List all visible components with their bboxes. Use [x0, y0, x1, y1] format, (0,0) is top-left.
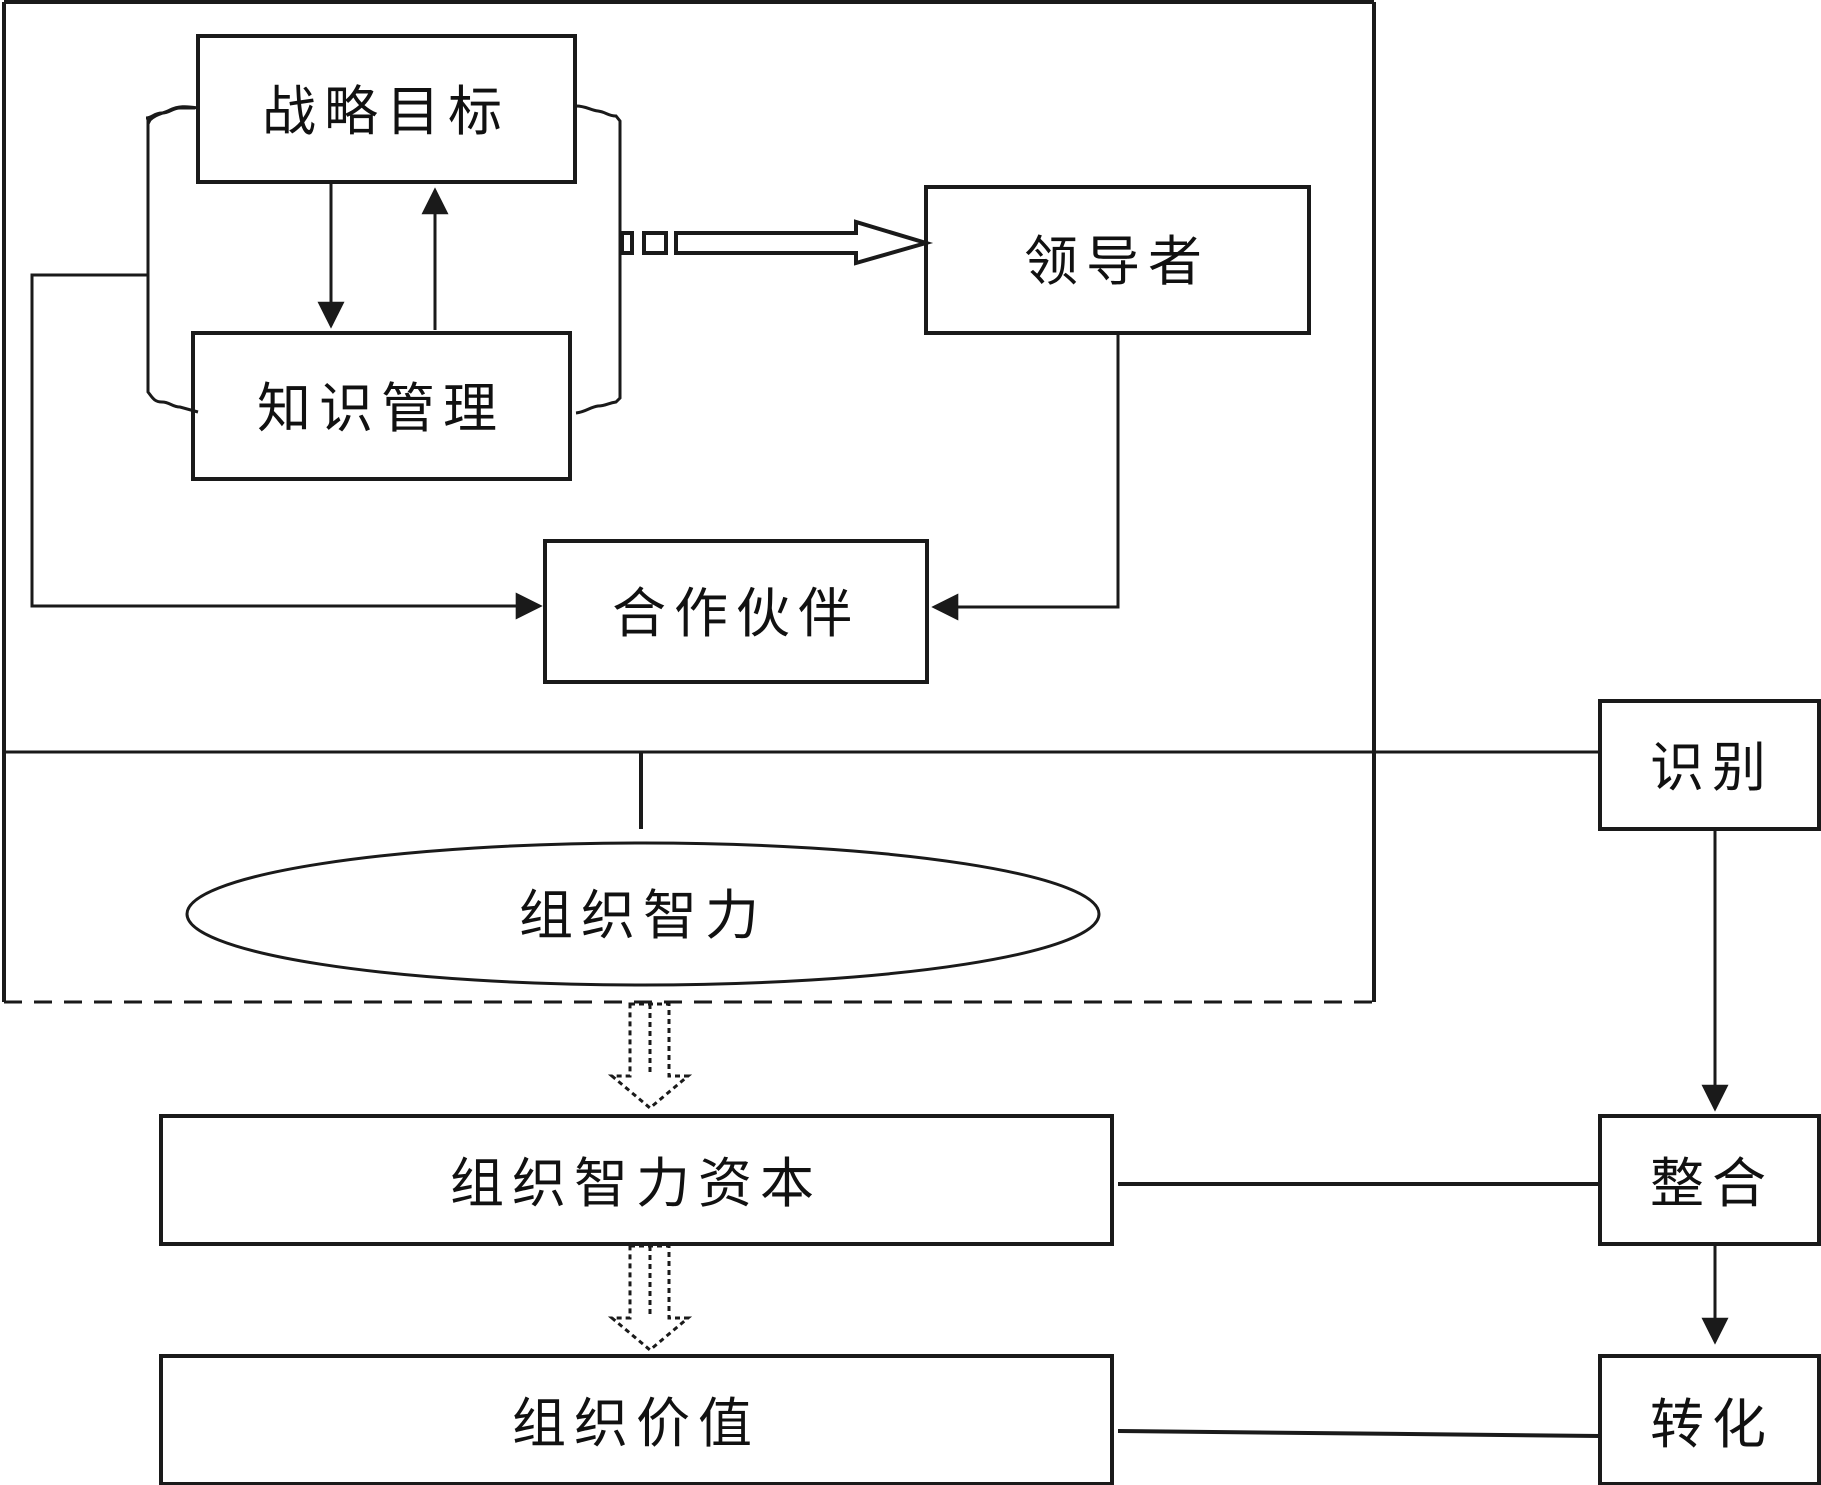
dotted-arrow-to-capital	[607, 1002, 693, 1110]
leader-node: 领导者	[924, 185, 1311, 335]
leader-to-partner-arrow	[931, 333, 1120, 621]
strategy-goal-label: 战略目标	[262, 80, 510, 143]
identify-label: 识别	[1650, 736, 1774, 799]
partner-node: 合作伙伴	[543, 539, 929, 684]
org-intelligence-node: 组织智力	[185, 841, 1101, 987]
value-transform-line	[1117, 1429, 1601, 1438]
knowledge-management-node: 知识管理	[191, 331, 572, 481]
knowledge-management-label: 知识管理	[257, 377, 505, 440]
transform-node: 转化	[1598, 1354, 1821, 1485]
right-bracket	[575, 104, 622, 415]
left-bracket	[145, 106, 199, 414]
org-value-node: 组织价值	[159, 1354, 1114, 1485]
org-intelligence-label: 组织智力	[519, 884, 767, 947]
org-value-label: 组织价值	[512, 1392, 760, 1455]
org-intellectual-capital-node: 组织智力资本	[159, 1114, 1114, 1246]
transform-label: 转化	[1650, 1393, 1774, 1456]
left-bracket-top	[146, 105, 199, 125]
leader-label: 领导者	[1024, 230, 1210, 293]
strategy-goal-node: 战略目标	[196, 34, 577, 184]
dotted-arrow-to-value	[607, 1244, 693, 1352]
left-loop-to-partner-arrow	[30, 273, 543, 620]
block-arrow-to-leader	[620, 219, 934, 266]
identify-node: 识别	[1598, 699, 1821, 831]
org-intellectual-capital-label: 组织智力资本	[450, 1152, 822, 1215]
integrate-node: 整合	[1598, 1114, 1821, 1246]
partner-label: 合作伙伴	[612, 582, 860, 645]
outer-frame	[2, 0, 1600, 1004]
integrate-label: 整合	[1650, 1152, 1774, 1215]
